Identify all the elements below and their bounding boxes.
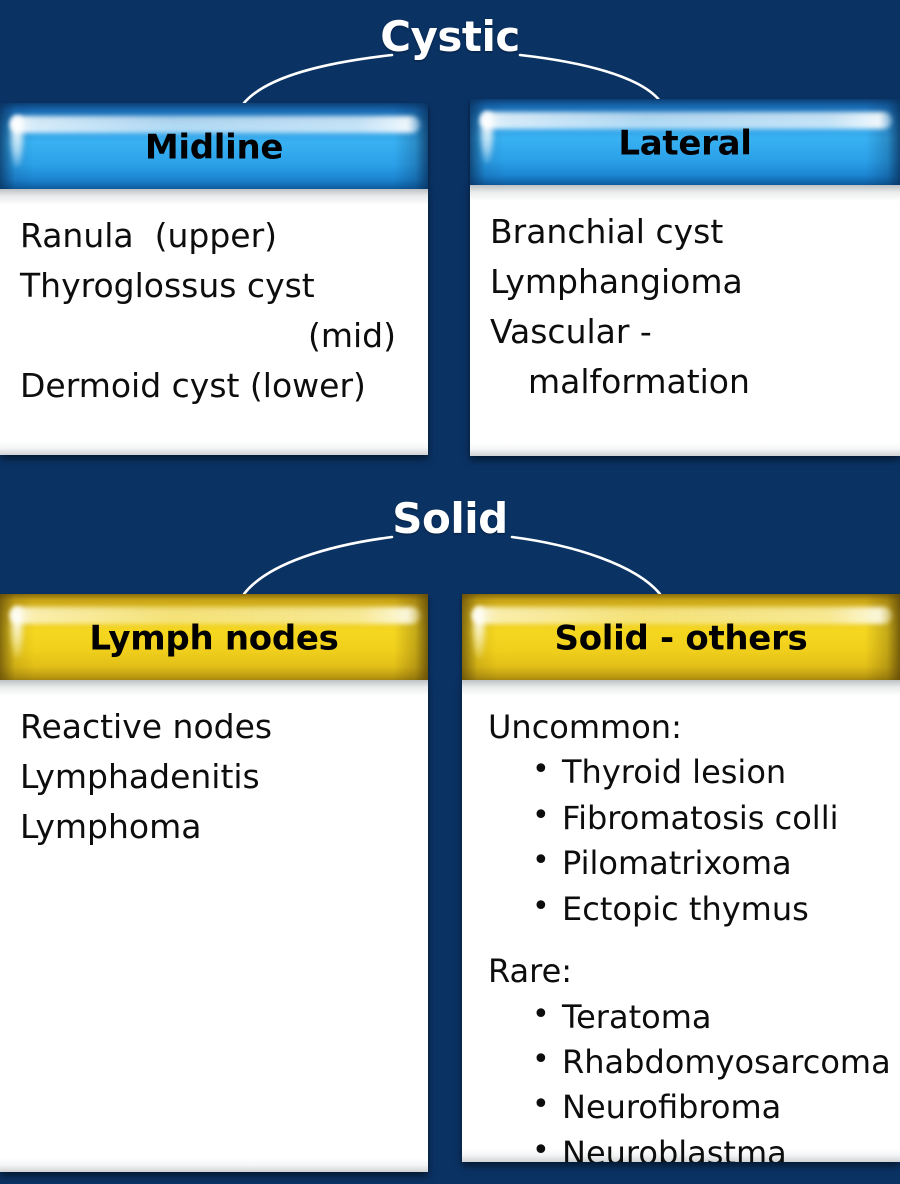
bullet-icon: • [532, 752, 550, 788]
bullet-icon: • [532, 888, 550, 924]
section-title-solid: Solid [392, 494, 508, 543]
list-item-label: Pilomatrixoma [562, 844, 792, 883]
header-gloss-band-icon [10, 116, 420, 133]
list-item-label: Teratoma [562, 997, 712, 1036]
list-item: • Neurofibroma [530, 1085, 886, 1130]
bullet-icon: • [532, 996, 550, 1032]
bullet-icon: • [532, 797, 550, 833]
card-lymph-nodes[interactable]: Lymph nodes Reactive nodes Lymphadenitis… [0, 594, 428, 1172]
bullet-icon: • [532, 1132, 550, 1162]
connector-cystic-lateral [518, 53, 662, 103]
list-item: • Fibromatosis colli [530, 796, 886, 841]
list-item: (mid) [307, 316, 396, 356]
header-gloss-band-icon [472, 607, 892, 624]
list-item-label: Fibromatosis colli [562, 798, 839, 837]
group-label-uncommon: Uncommon: [488, 708, 682, 746]
bullet-list-uncommon: • Thyroid lesion • Fibromatosis colli • … [488, 750, 886, 932]
list-item: Lymphoma [20, 807, 202, 847]
list-item: • Thyroid lesion [530, 750, 886, 795]
card-header-label-lateral: Lateral [618, 123, 752, 164]
list-item: Thyroglossus cyst [20, 266, 315, 306]
list-item-label: Thyroid lesion [562, 753, 787, 792]
list-item: • Neuroblastma [530, 1131, 886, 1162]
card-lateral[interactable]: Lateral Branchial cyst Lymphangioma Vasc… [470, 99, 900, 456]
card-header-lateral[interactable]: Lateral [470, 99, 900, 185]
card-header-midline[interactable]: Midline [0, 103, 428, 189]
card-header-label-lymph-nodes: Lymph nodes [89, 618, 339, 659]
list-item-label: Rhabdomyosarcoma [562, 1042, 891, 1081]
list-item: Branchial cyst [490, 212, 724, 251]
bullet-icon: • [532, 1087, 550, 1123]
bullet-icon: • [532, 843, 550, 879]
connector-solid-others [510, 535, 662, 596]
list-item: malformation [528, 362, 750, 402]
list-item: Reactive nodes [20, 707, 273, 746]
card-midline[interactable]: Midline Ranula (upper) Thyroglossus cyst… [0, 103, 428, 455]
group-spacer [488, 932, 886, 946]
card-body-midline: Ranula (upper) Thyroglossus cyst (mid) D… [0, 189, 428, 455]
header-gloss-band-icon [480, 112, 892, 129]
list-item: • Ectopic thymus [530, 887, 886, 932]
list-item: Dermoid cyst (lower) [20, 366, 366, 406]
bullet-list-rare: • Teratoma • Rhabdomyosarcoma • Neurofib… [488, 995, 891, 1162]
header-gloss-band-icon [10, 607, 420, 624]
card-body-lateral: Branchial cyst Lymphangioma Vascular - m… [470, 185, 900, 456]
card-body-lymph-nodes: Reactive nodes Lymphadenitis Lymphoma [0, 680, 428, 1172]
header-gloss-left-icon [9, 115, 25, 167]
list-item: • Rhabdomyosarcoma [530, 1040, 891, 1085]
list-item-label: Ectopic thymus [562, 889, 809, 928]
list-item: • Teratoma [530, 995, 886, 1040]
list-item: Ranula (upper) [20, 216, 278, 255]
card-header-lymph-nodes[interactable]: Lymph nodes [0, 594, 428, 680]
header-gloss-left-icon [9, 606, 25, 658]
card-header-solid-others[interactable]: Solid - others [462, 594, 900, 680]
card-solid-others[interactable]: Solid - others Uncommon: • Thyroid lesio… [462, 594, 900, 1162]
list-item-label: Neuroblastma [562, 1133, 787, 1162]
card-header-label-solid-others: Solid - others [554, 618, 808, 659]
section-title-cystic: Cystic [380, 12, 520, 61]
connector-solid-lymph-nodes [242, 535, 394, 596]
card-body-solid-others: Uncommon: • Thyroid lesion • Fibromatosi… [462, 680, 900, 1162]
bullet-icon: • [532, 1041, 550, 1077]
connector-cystic-midline [242, 53, 394, 105]
card-header-label-midline: Midline [144, 127, 284, 168]
list-item: Lymphangioma [490, 262, 743, 302]
header-gloss-left-icon [479, 111, 495, 163]
list-item: • Pilomatrixoma [530, 841, 886, 886]
list-item-label: Neurofibroma [562, 1088, 782, 1127]
list-item: Vascular - [490, 312, 652, 352]
group-label-rare: Rare: [488, 952, 573, 991]
list-item: Lymphadenitis [20, 757, 260, 797]
header-gloss-left-icon [471, 606, 487, 658]
